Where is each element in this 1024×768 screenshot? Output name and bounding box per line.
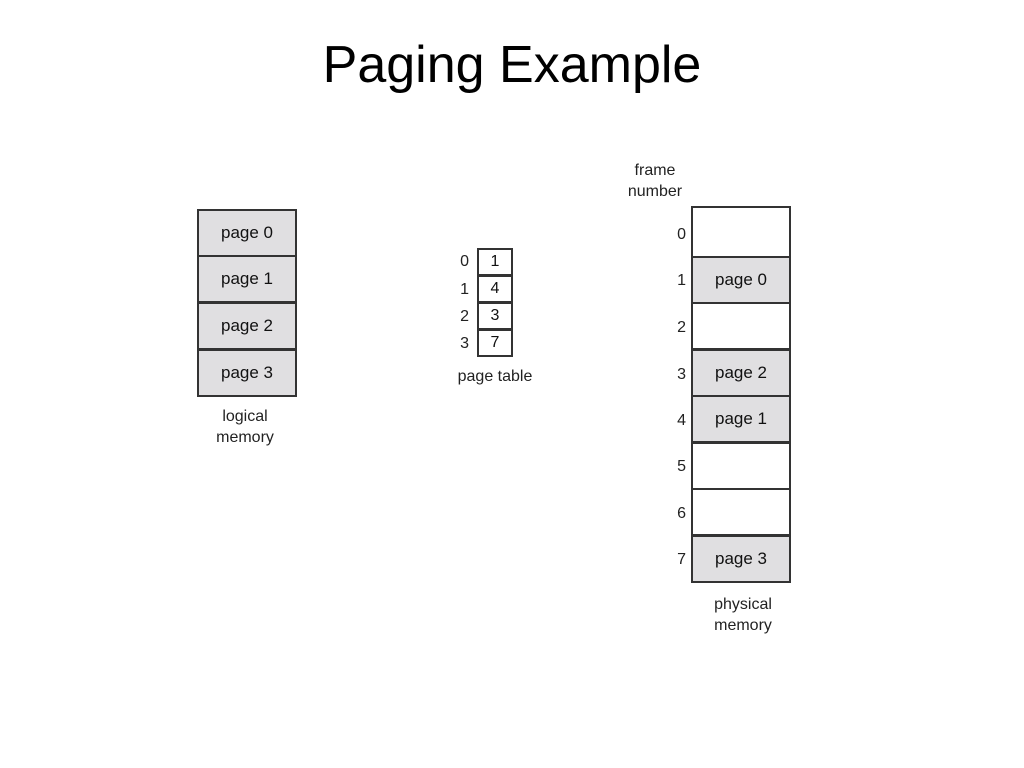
frame-number-3: 3: [677, 366, 686, 383]
logical-page-3: page 3: [197, 349, 297, 397]
physical-caption-line2: memory: [714, 617, 772, 634]
page-table-index-2: 2: [460, 308, 469, 325]
page-table-entry-2: 3: [477, 302, 513, 330]
physical-frame-4: page 1: [691, 395, 791, 443]
logical-page-0: page 0: [197, 209, 297, 257]
slide-title: Paging Example: [322, 36, 702, 94]
logical-memory: page 0 page 1 page 2 page 3: [197, 209, 297, 399]
page-table-entry-1: 4: [477, 275, 513, 303]
physical-frame-5: [691, 442, 791, 490]
physical-frame-2: [691, 302, 791, 350]
logical-caption-line2: memory: [216, 429, 274, 446]
page-table-entry-3: 7: [477, 329, 513, 357]
logical-page-1: page 1: [197, 255, 297, 303]
physical-frame-1: page 0: [691, 256, 791, 304]
page-table-index-0: 0: [460, 253, 469, 270]
page-table-caption: page table: [457, 368, 533, 385]
page-table-index-1: 1: [460, 281, 469, 298]
frame-number-1: 1: [677, 272, 686, 289]
frame-number-4: 4: [677, 412, 686, 429]
physical-memory-caption: physical memory: [683, 594, 803, 636]
frame-header-line1: frame: [634, 162, 676, 179]
frame-number-header: frame number: [610, 160, 700, 202]
page-table: 1 4 3 7: [477, 248, 513, 358]
frame-number-0: 0: [677, 226, 686, 243]
physical-frame-3: page 2: [691, 349, 791, 397]
physical-caption-line1: physical: [714, 596, 772, 613]
frame-number-6: 6: [677, 505, 686, 522]
frame-number-2: 2: [677, 319, 686, 336]
physical-frame-0: [691, 206, 791, 258]
physical-frame-7: page 3: [691, 535, 791, 583]
logical-page-2: page 2: [197, 302, 297, 350]
page-table-index-3: 3: [460, 335, 469, 352]
frame-header-line2: number: [627, 183, 683, 200]
physical-frame-6: [691, 488, 791, 536]
page-table-entry-0: 1: [477, 248, 513, 276]
frame-number-7: 7: [677, 551, 686, 568]
logical-memory-caption: logical memory: [185, 406, 305, 448]
logical-caption-line1: logical: [222, 408, 268, 425]
frame-number-5: 5: [677, 458, 686, 475]
physical-memory: page 0 page 2 page 1 page 3: [691, 206, 791, 586]
